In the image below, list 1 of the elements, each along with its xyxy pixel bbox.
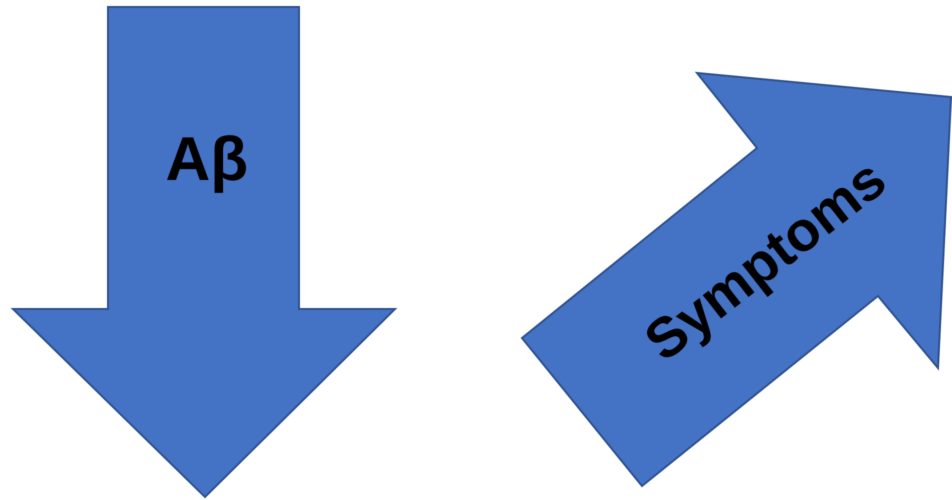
- arrow-label: Aβ: [166, 129, 248, 191]
